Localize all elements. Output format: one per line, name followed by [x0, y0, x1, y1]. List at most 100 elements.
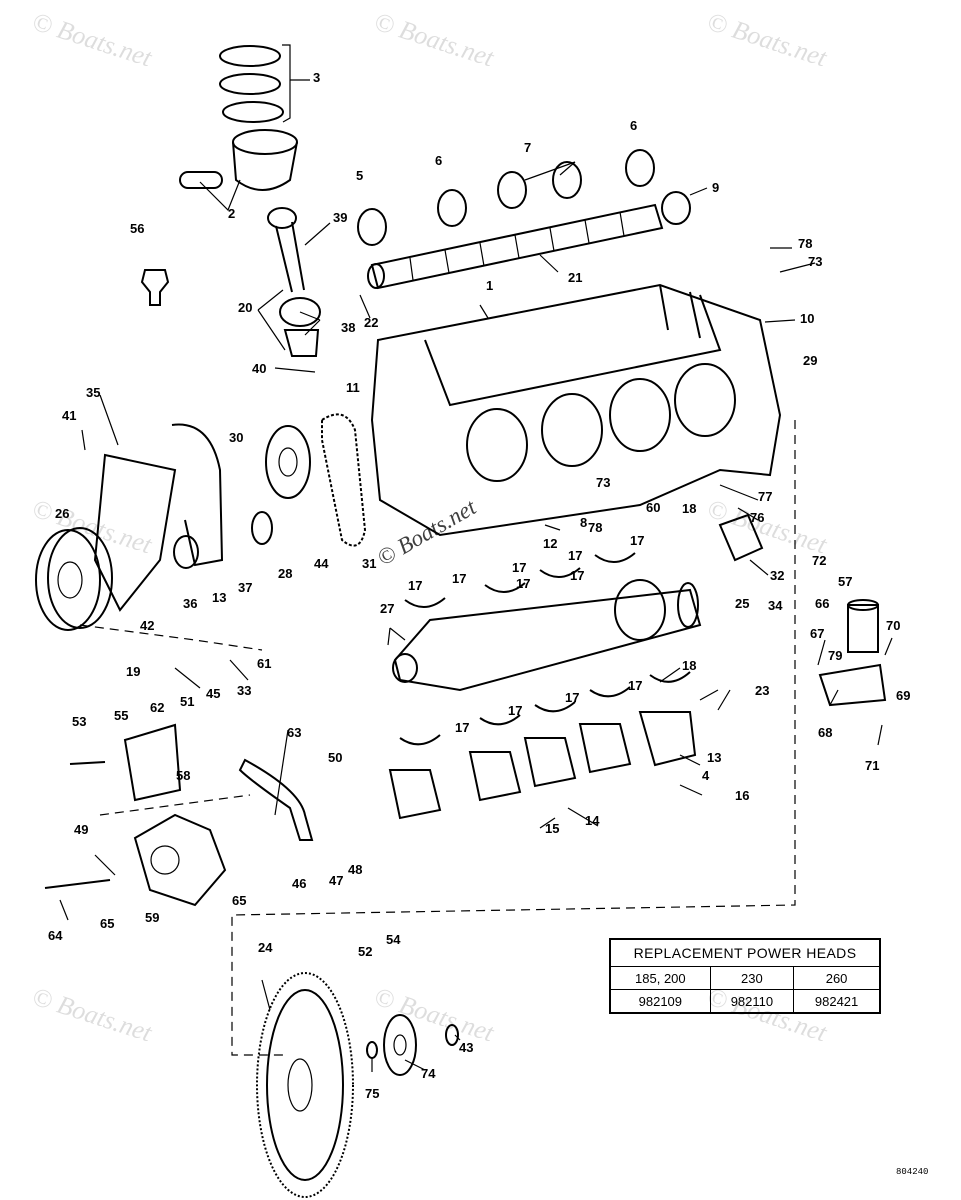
callout-45: 45: [206, 686, 220, 701]
callout-63: 63: [287, 725, 301, 740]
callout-17: 17: [565, 690, 579, 705]
callout-46: 46: [292, 876, 306, 891]
callout-13: 13: [707, 750, 721, 765]
callout-30: 30: [229, 430, 243, 445]
callout-32: 32: [770, 568, 784, 583]
table-header-cell: 185, 200: [609, 966, 711, 990]
callout-17: 17: [568, 548, 582, 563]
callout-71: 71: [865, 758, 879, 773]
table-row: 982109 982110 982421: [609, 989, 881, 1014]
callout-47: 47: [329, 873, 343, 888]
leader-lines: [59, 44, 893, 1072]
adapter-plate: [366, 1014, 459, 1076]
callout-78: 78: [588, 520, 602, 535]
harmonic-balancer: [35, 527, 113, 631]
callout-49: 49: [74, 822, 88, 837]
table-title: REPLACEMENT POWER HEADS: [609, 938, 881, 967]
cam-bearings: [357, 149, 691, 246]
main-bearings: [388, 552, 697, 820]
callout-6: 6: [435, 153, 442, 168]
callout-36: 36: [183, 596, 197, 611]
callout-2: 2: [228, 206, 235, 221]
callout-40: 40: [252, 361, 266, 376]
callout-74: 74: [421, 1066, 436, 1081]
lower-group-boundary: [79, 624, 263, 816]
callout-10: 10: [800, 311, 814, 326]
callout-labels: 1234566789101112131314151617171717171717…: [48, 70, 910, 1101]
callout-78: 78: [798, 236, 812, 251]
callout-56: 56: [130, 221, 144, 236]
callout-18: 18: [682, 658, 696, 673]
callout-27: 27: [380, 601, 394, 616]
timing-gears: [251, 413, 367, 547]
callout-42: 42: [140, 618, 154, 633]
callout-17: 17: [508, 703, 522, 718]
callout-35: 35: [86, 385, 100, 400]
callout-17: 17: [452, 571, 466, 586]
callout-25: 25: [735, 596, 749, 611]
callout-12: 12: [543, 536, 557, 551]
callout-55: 55: [114, 708, 128, 723]
callout-17: 17: [630, 533, 644, 548]
callout-34: 34: [768, 598, 783, 613]
callout-58: 58: [176, 768, 190, 783]
callout-11: 11: [346, 380, 360, 395]
callout-6: 6: [630, 118, 637, 133]
table-header-cell: 260: [793, 966, 881, 990]
replacement-power-heads-table: REPLACEMENT POWER HEADS 185, 200 230 260…: [609, 938, 881, 1014]
callout-68: 68: [818, 725, 832, 740]
callout-38: 38: [341, 320, 355, 335]
callout-69: 69: [896, 688, 910, 703]
callout-23: 23: [755, 683, 769, 698]
crankshaft: [392, 579, 702, 692]
callout-54: 54: [386, 932, 401, 947]
callout-17: 17: [408, 578, 422, 593]
callout-70: 70: [886, 618, 900, 633]
callout-48: 48: [348, 862, 362, 877]
callout-65: 65: [232, 893, 246, 908]
callout-17: 17: [628, 678, 642, 693]
callout-73: 73: [596, 475, 610, 490]
callout-28: 28: [278, 566, 292, 581]
camshaft: [367, 203, 664, 290]
connecting-rod: [267, 207, 321, 357]
callout-72: 72: [812, 553, 826, 568]
callout-21: 21: [568, 270, 582, 285]
callout-44: 44: [314, 556, 329, 571]
table-cell: 982109: [609, 989, 711, 1014]
callout-62: 62: [150, 700, 164, 715]
callout-24: 24: [258, 940, 273, 955]
callout-73: 73: [808, 254, 822, 269]
callout-29: 29: [803, 353, 817, 368]
callout-67: 67: [810, 626, 824, 641]
callout-3: 3: [313, 70, 320, 85]
oil-filter-adapter: [718, 513, 887, 707]
timing-cover: [93, 423, 224, 612]
oil-fitting: [140, 269, 170, 306]
callout-50: 50: [328, 750, 342, 765]
callout-18: 18: [682, 501, 696, 516]
piston-rings: [219, 45, 284, 123]
callout-26: 26: [55, 506, 69, 521]
callout-76: 76: [750, 510, 764, 525]
callout-4: 4: [702, 768, 710, 783]
callout-9: 9: [712, 180, 719, 195]
callout-57: 57: [838, 574, 852, 589]
callout-5: 5: [356, 168, 363, 183]
callout-60: 60: [646, 500, 660, 515]
flywheel: [256, 972, 354, 1198]
callout-75: 75: [365, 1086, 379, 1101]
piston: [179, 129, 298, 191]
callout-31: 31: [362, 556, 376, 571]
callout-41: 41: [62, 408, 76, 423]
callout-19: 19: [126, 664, 140, 679]
callout-16: 16: [735, 788, 749, 803]
water-pump: [44, 723, 314, 907]
callout-17: 17: [570, 568, 584, 583]
figure-code: 804240: [896, 1167, 929, 1177]
engine-block: [370, 283, 782, 537]
callout-22: 22: [364, 315, 378, 330]
callout-66: 66: [815, 596, 829, 611]
callout-15: 15: [545, 821, 559, 836]
